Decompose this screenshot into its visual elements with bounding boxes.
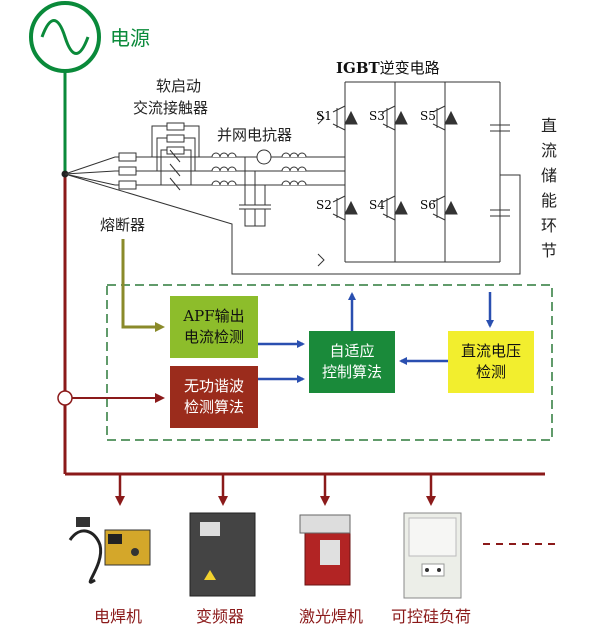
fuse-icon — [118, 152, 137, 190]
fuse-label: 熔断器 — [100, 216, 146, 234]
switch-label-s4: S4 — [369, 198, 385, 212]
apf-feed-arrow — [121, 239, 165, 332]
switch-label-s6: S6 — [420, 198, 436, 212]
load-label-inverter: 变频器 — [196, 607, 245, 626]
control-arrows — [258, 292, 494, 383]
power-label: 电源 — [110, 26, 150, 50]
igbt-title-rest: 逆变电路 — [379, 59, 440, 77]
soft-start-contactor-icon — [151, 122, 200, 191]
igbt-bridge-icon — [317, 81, 510, 267]
load-label-thyristor: 可控硅负荷 — [391, 607, 472, 626]
apf-current-detect-block: APF输出 电流检测 — [170, 296, 258, 358]
dc-storage-label: 直流储能环节 — [540, 116, 557, 260]
filter-capacitor-icon — [239, 157, 271, 227]
igbt-title-bold: IGBT — [336, 59, 380, 77]
reactor-icon — [211, 149, 307, 186]
igbt-title: IGBT逆变电路 — [336, 57, 440, 78]
power-source-icon — [29, 1, 101, 73]
current-sensor-icon — [57, 390, 73, 406]
load-label-welder: 电焊机 — [94, 607, 143, 626]
switch-label-s3: S3 — [369, 109, 385, 123]
harmonic-detect-block: 无功谐波 检测算法 — [170, 366, 258, 428]
switch-label-s5: S5 — [420, 109, 436, 123]
adaptive-control-block: 自适应 控制算法 — [309, 331, 395, 393]
switch-label-s1: S1 — [316, 109, 332, 123]
soft-start-label: 软启动 — [156, 77, 202, 95]
switch-label-s2: S2 — [316, 198, 332, 212]
thyristor-load-icon — [403, 512, 462, 599]
load-arrows — [115, 474, 436, 506]
welder-icon — [68, 517, 151, 584]
control-unit-border — [106, 284, 553, 441]
ac-contactor-label: 交流接触器 — [133, 99, 209, 117]
dc-voltage-detect-block: 直流电压 检测 — [448, 331, 534, 393]
load-label-laser-welder: 激光焊机 — [299, 607, 364, 626]
laser-welder-icon — [299, 514, 351, 586]
grid-reactor-label: 并网电抗器 — [217, 126, 293, 144]
inverter-icon — [189, 512, 256, 597]
